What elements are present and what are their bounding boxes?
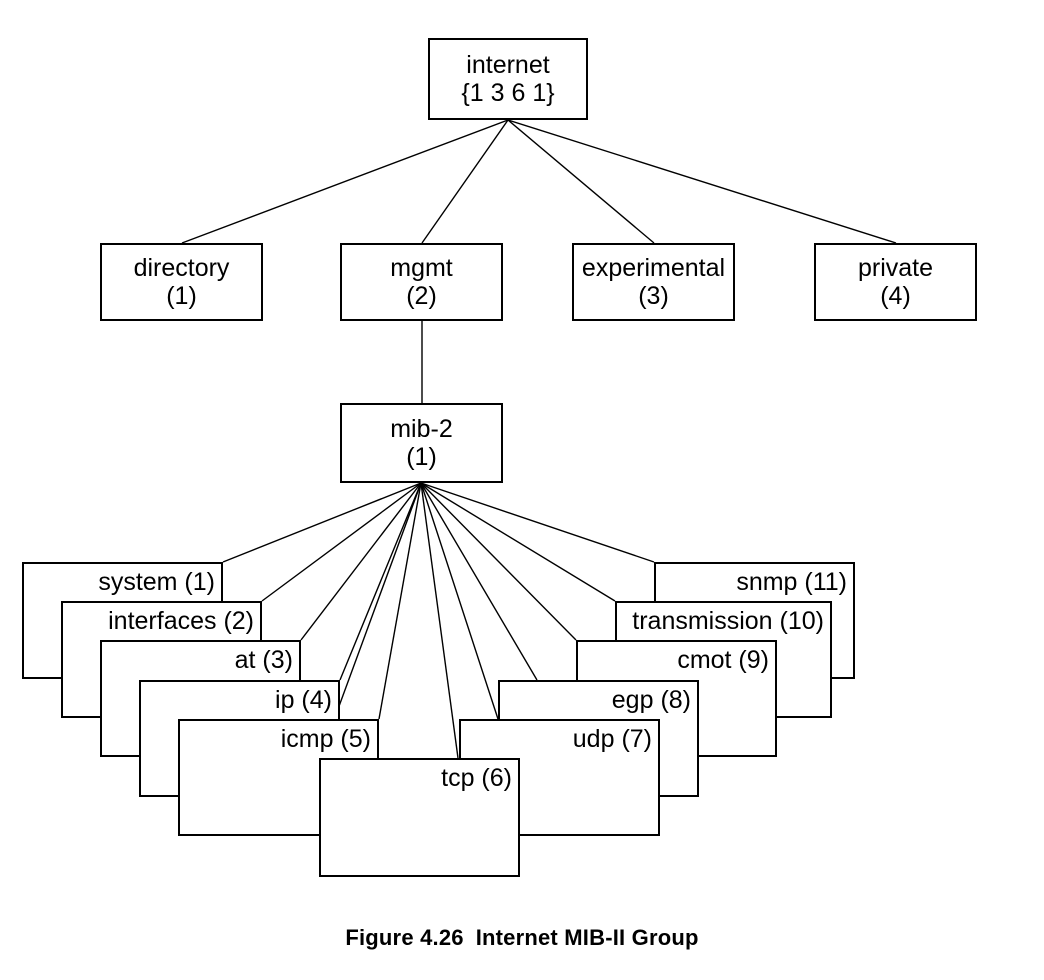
node-group-tcp[interactable]: tcp (6) bbox=[319, 758, 520, 877]
node-directory-name: directory bbox=[133, 254, 230, 282]
edge-mib2-cmot bbox=[420, 482, 577, 641]
node-internet[interactable]: internet {1 3 6 1} bbox=[428, 38, 588, 120]
edge-internet-experimental bbox=[507, 119, 655, 244]
edge-mib2-snmp bbox=[420, 482, 655, 563]
edge-mib2-tcp-right bbox=[420, 482, 459, 759]
node-experimental[interactable]: experimental (3) bbox=[572, 243, 735, 321]
node-group-interfaces-label: interfaces (2) bbox=[108, 607, 254, 635]
node-experimental-oid: (3) bbox=[638, 282, 669, 310]
edge-mib2-at bbox=[300, 482, 422, 641]
edge-mib2-system bbox=[222, 482, 422, 563]
node-mib-2-oid: (1) bbox=[406, 443, 437, 471]
node-private-oid: (4) bbox=[880, 282, 911, 310]
node-group-icmp-label: icmp (5) bbox=[280, 725, 371, 753]
node-group-cmot-label: cmot (9) bbox=[677, 646, 769, 674]
node-mgmt-oid: (2) bbox=[406, 282, 437, 310]
edge-mib2-egp bbox=[420, 482, 538, 681]
node-internet-oid: {1 3 6 1} bbox=[461, 79, 555, 107]
node-group-tcp-label: tcp (6) bbox=[441, 764, 512, 792]
node-group-system-label: system (1) bbox=[98, 568, 215, 596]
node-group-transmission-label: transmission (10) bbox=[632, 607, 824, 635]
figure-caption: Figure 4.26 Internet MIB-II Group bbox=[0, 925, 1044, 951]
node-mgmt[interactable]: mgmt (2) bbox=[340, 243, 503, 321]
node-internet-name: internet bbox=[466, 51, 550, 79]
node-private-name: private bbox=[857, 254, 934, 282]
node-group-snmp-label: snmp (11) bbox=[736, 568, 847, 596]
node-group-ip-label: ip (4) bbox=[275, 686, 332, 714]
edge-internet-mgmt bbox=[421, 119, 509, 244]
node-directory-oid: (1) bbox=[166, 282, 197, 310]
node-group-udp-label: udp (7) bbox=[572, 725, 652, 753]
node-directory[interactable]: directory (1) bbox=[100, 243, 263, 321]
edge-mib2-transmission bbox=[420, 482, 616, 602]
node-mib-2-name: mib-2 bbox=[390, 415, 453, 443]
edge-internet-private bbox=[507, 119, 897, 244]
node-experimental-name: experimental bbox=[581, 254, 726, 282]
edge-mib2-ip bbox=[339, 482, 422, 681]
edge-internet-directory bbox=[181, 119, 509, 244]
node-mib-2[interactable]: mib-2 (1) bbox=[340, 403, 503, 483]
edge-mib2-udp bbox=[420, 482, 499, 720]
node-group-egp-label: egp (8) bbox=[611, 686, 691, 714]
edge-mib2-icmp bbox=[378, 482, 422, 720]
node-group-at-label: at (3) bbox=[234, 646, 293, 674]
edge-mib2-interfaces bbox=[261, 482, 422, 602]
figure-caption-label: Figure 4.26 bbox=[345, 925, 464, 950]
node-mgmt-name: mgmt bbox=[390, 254, 453, 282]
figure-caption-title: Internet MIB-II Group bbox=[475, 925, 699, 950]
node-private[interactable]: private (4) bbox=[814, 243, 977, 321]
